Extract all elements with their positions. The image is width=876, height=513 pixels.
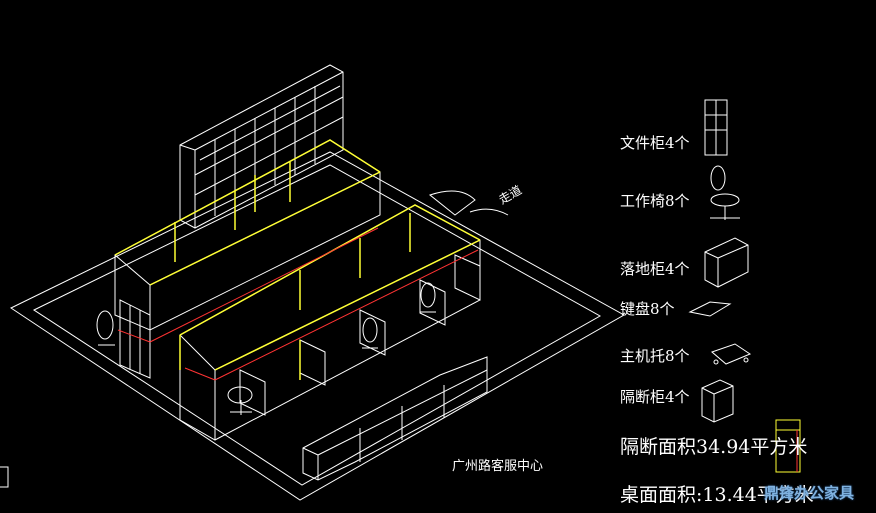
drawing-chair bbox=[227, 386, 253, 415]
partition-outlines bbox=[114, 139, 481, 380]
keyboard-tray-icon bbox=[688, 301, 732, 317]
legend-item-desktop-area: 桌面面积:13.44平方米 bbox=[620, 484, 814, 506]
legend-item-partition-area: 隔断面积34.94平方米 bbox=[620, 436, 808, 458]
cpu-holder-icon bbox=[711, 343, 752, 365]
drawing-chair bbox=[420, 282, 436, 313]
entrance-door bbox=[428, 190, 509, 216]
drawing-title: 广州路客服中心 bbox=[452, 459, 544, 474]
legend-item-floor-cabinet: 落地柜4个 bbox=[620, 260, 690, 278]
accent-lines bbox=[117, 227, 479, 381]
low-cabinet-row bbox=[302, 356, 488, 481]
drawing-chair bbox=[96, 310, 115, 346]
legend-item-keyboard: 键盘8个 bbox=[620, 300, 675, 318]
legend-item-office-chair: 工作椅8个 bbox=[620, 192, 690, 210]
legend-item-cpu-holder: 主机托8个 bbox=[620, 347, 690, 365]
left-edge-bracket bbox=[0, 466, 9, 488]
workstation-row-back bbox=[114, 139, 381, 379]
file-cabinet-icon bbox=[704, 99, 728, 156]
partition-panel-icon bbox=[775, 419, 801, 473]
legend-item-file-cabinet: 文件柜4个 bbox=[620, 134, 690, 152]
floor-cabinet-icon bbox=[704, 237, 749, 288]
room-outline bbox=[9, 151, 626, 501]
brand-watermark: 鼎锋办公家具 bbox=[764, 484, 855, 502]
legend-item-pedestal-cabinet: 隔断柜4个 bbox=[620, 388, 690, 406]
drawing-chair bbox=[362, 317, 378, 349]
file-cabinet-group bbox=[179, 64, 344, 229]
office-chair-icon bbox=[710, 165, 740, 220]
pedestal-cabinet-icon bbox=[701, 379, 734, 423]
